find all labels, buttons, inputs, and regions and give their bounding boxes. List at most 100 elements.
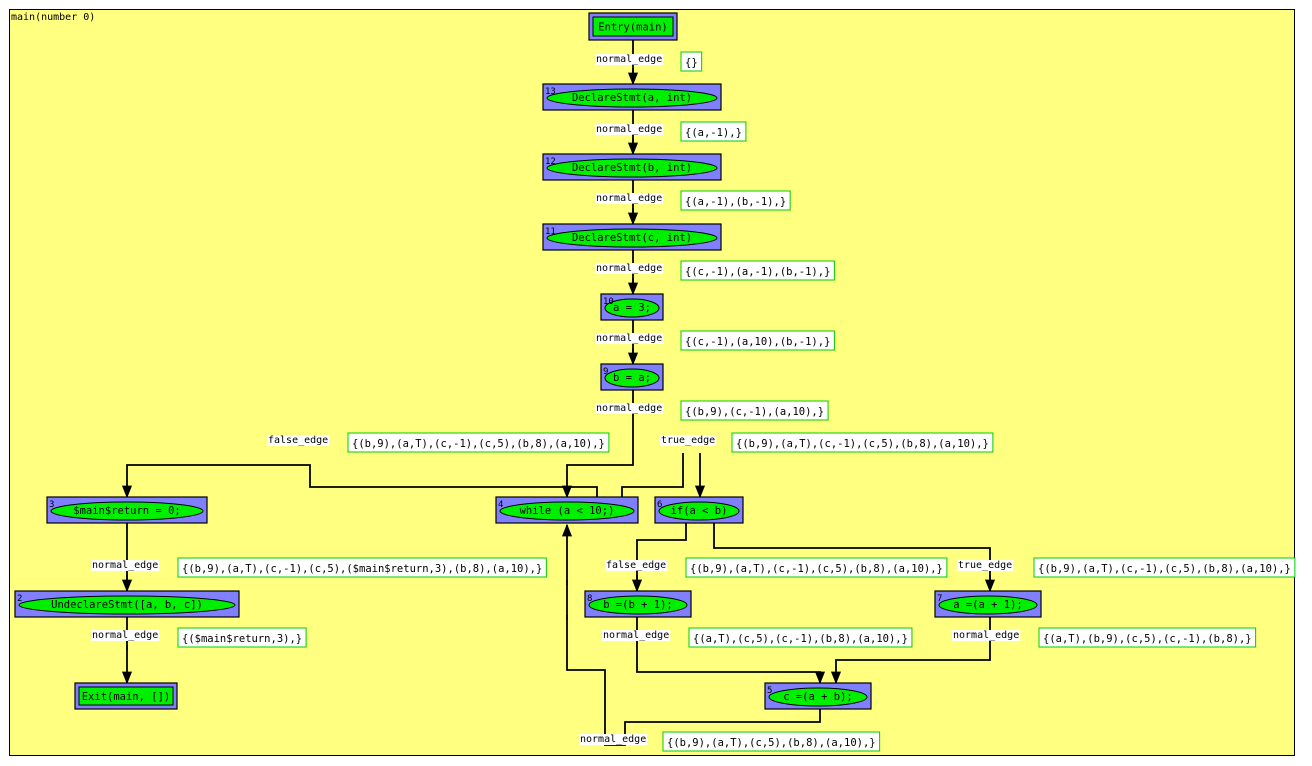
node-ellipse — [499, 501, 635, 521]
node-n5[interactable]: 5 c =(a + b); — [764, 682, 872, 710]
node-number: 7 — [937, 594, 942, 604]
node-ellipse — [18, 595, 236, 615]
node-label: c =(a + b); — [783, 691, 853, 703]
edge-e14: normal_edge{(a,T),(b,9),(c,5),(c,-1),(b,… — [952, 627, 1257, 648]
node-label: Entry(main) — [598, 22, 668, 34]
node-number: 8 — [587, 594, 592, 604]
node-number: 2 — [17, 594, 22, 604]
node-ellipse — [658, 501, 740, 521]
node-ellipse — [938, 595, 1038, 615]
edge-kind-label: normal_edge — [580, 734, 646, 745]
edge-set-box — [688, 627, 913, 648]
node-n9[interactable]: 9 b = a; — [600, 363, 664, 391]
edge-kind-bg — [579, 734, 648, 745]
edge-set-box — [680, 121, 747, 142]
node-ellipse — [546, 228, 718, 248]
frame-title: main(number 0) — [11, 12, 95, 23]
edge-kind-label: true_edge — [661, 435, 715, 446]
edge-kind-label: false_edge — [268, 435, 328, 446]
edge-kind-label: false_edge — [606, 560, 666, 571]
edge-e2: normal_edge{(a,-1),} — [595, 121, 747, 142]
edge-kind-bg — [595, 193, 664, 204]
edge-line-e13 — [636, 617, 826, 685]
edge-set-box — [685, 557, 948, 578]
edge-line-e6 — [561, 390, 634, 499]
node-ellipse — [588, 595, 688, 615]
edge-kind-bg — [952, 630, 1021, 641]
edge-kind-bg — [91, 560, 160, 571]
edge-set-text: {(b,9),(a,T),(c,-1),(c,5),($main$return,… — [182, 563, 542, 575]
edge-e9: normal_edge{(b,9),(a,T),(c,-1),(c,5),($m… — [91, 557, 547, 578]
edge-lines — [121, 40, 996, 746]
node-n4[interactable]: 4 while (a < 10;) — [495, 496, 639, 524]
edge-kind-label: normal_edge — [596, 193, 662, 204]
edge-e10: normal_edge {($main$return,3),} — [91, 627, 307, 648]
edge-e5: normal_edge{(c,-1),(a,10),(b,-1),} — [595, 330, 835, 351]
edge-set-text: {(b,9),(a,T),(c,-1),(c,5),(b,8),(a,10),} — [1038, 563, 1291, 575]
labels-layer: normal_edge{}normal_edge{(a,-1),}normal_… — [91, 51, 1296, 752]
edge-kind-bg — [595, 403, 664, 414]
node-label: while (a < 10;) — [520, 505, 615, 517]
node-exit[interactable]: Exit(main, []) — [74, 682, 178, 710]
edge-kind-label: normal_edge — [596, 124, 662, 135]
node-number: 10 — [603, 297, 614, 307]
node-ellipse — [768, 687, 868, 707]
node-number: 5 — [767, 686, 772, 696]
edge-set-text: {(c,-1),(a,-1),(b,-1),} — [685, 266, 830, 278]
node-label: b = a; — [613, 372, 651, 384]
edge-line-e7 — [121, 464, 598, 499]
edge-kind-bg — [595, 333, 664, 344]
edge-set-box — [662, 731, 881, 752]
node-number: 12 — [545, 157, 556, 167]
node-label: b =(b + 1); — [603, 599, 673, 611]
node-number: 4 — [498, 500, 503, 510]
edge-set-box — [680, 260, 835, 281]
edge-set-box — [680, 190, 791, 211]
edge-set-text: {($main$return,3),} — [182, 633, 302, 645]
edge-set-text: {(b,9),(a,T),(c,5),(b,8),(a,10),} — [667, 737, 876, 749]
edge-set-box — [1038, 627, 1257, 648]
edge-kind-label: normal_edge — [596, 333, 662, 344]
edge-set-box — [177, 557, 547, 578]
node-number: 9 — [603, 367, 608, 377]
edge-set-text: {(a,-1),(b,-1),} — [685, 196, 786, 208]
edge-kind-bg — [91, 630, 160, 641]
edge-kind-label: normal_edge — [92, 630, 158, 641]
edge-set-box — [680, 51, 703, 72]
edge-kind-label: normal_edge — [596, 263, 662, 274]
edge-set-text: {(b,9),(a,T),(c,-1),(c,5),(b,8),(a,10),} — [736, 438, 989, 450]
edge-kind-label: normal_edge — [603, 630, 669, 641]
edge-kind-bg — [605, 560, 668, 571]
node-number: 3 — [49, 500, 54, 510]
node-number: 11 — [545, 227, 556, 237]
node-label: Exit(main, []) — [82, 691, 171, 703]
node-ellipse — [546, 158, 718, 178]
edge-kind-bg — [957, 560, 1014, 571]
edge-e12: true_edge{(b,9),(a,T),(c,-1),(c,5),(b,8)… — [957, 557, 1296, 578]
edge-e15: normal_edge {(b,9),(a,T),(c,5),(b,8),(a,1… — [579, 731, 881, 752]
node-n8[interactable]: 8 b =(b + 1); — [584, 590, 692, 618]
node-number: 13 — [545, 87, 556, 97]
node-inner-rect — [592, 16, 674, 37]
edge-set-box — [347, 432, 610, 453]
edge-set-box — [731, 432, 994, 453]
node-number: 6 — [657, 500, 662, 510]
node-n3[interactable]: 3$main$return = 0; — [46, 496, 208, 524]
edge-kind-bg — [595, 124, 664, 135]
node-label: DeclareStmt(b, int) — [572, 162, 692, 174]
node-entry[interactable]: Entry(main) — [588, 12, 678, 41]
edge-kind-bg — [595, 54, 664, 65]
edge-e11: false_edge{(b,9),(a,T),(c,-1),(c,5),(b,8… — [605, 557, 948, 578]
edge-kind-bg — [595, 263, 664, 274]
node-label: a = 3; — [613, 302, 651, 314]
edge-set-box — [680, 400, 829, 421]
edge-e8: true_edge {(b,9),(a,T),(c,-1),(c,5),(b,8)… — [660, 432, 994, 453]
